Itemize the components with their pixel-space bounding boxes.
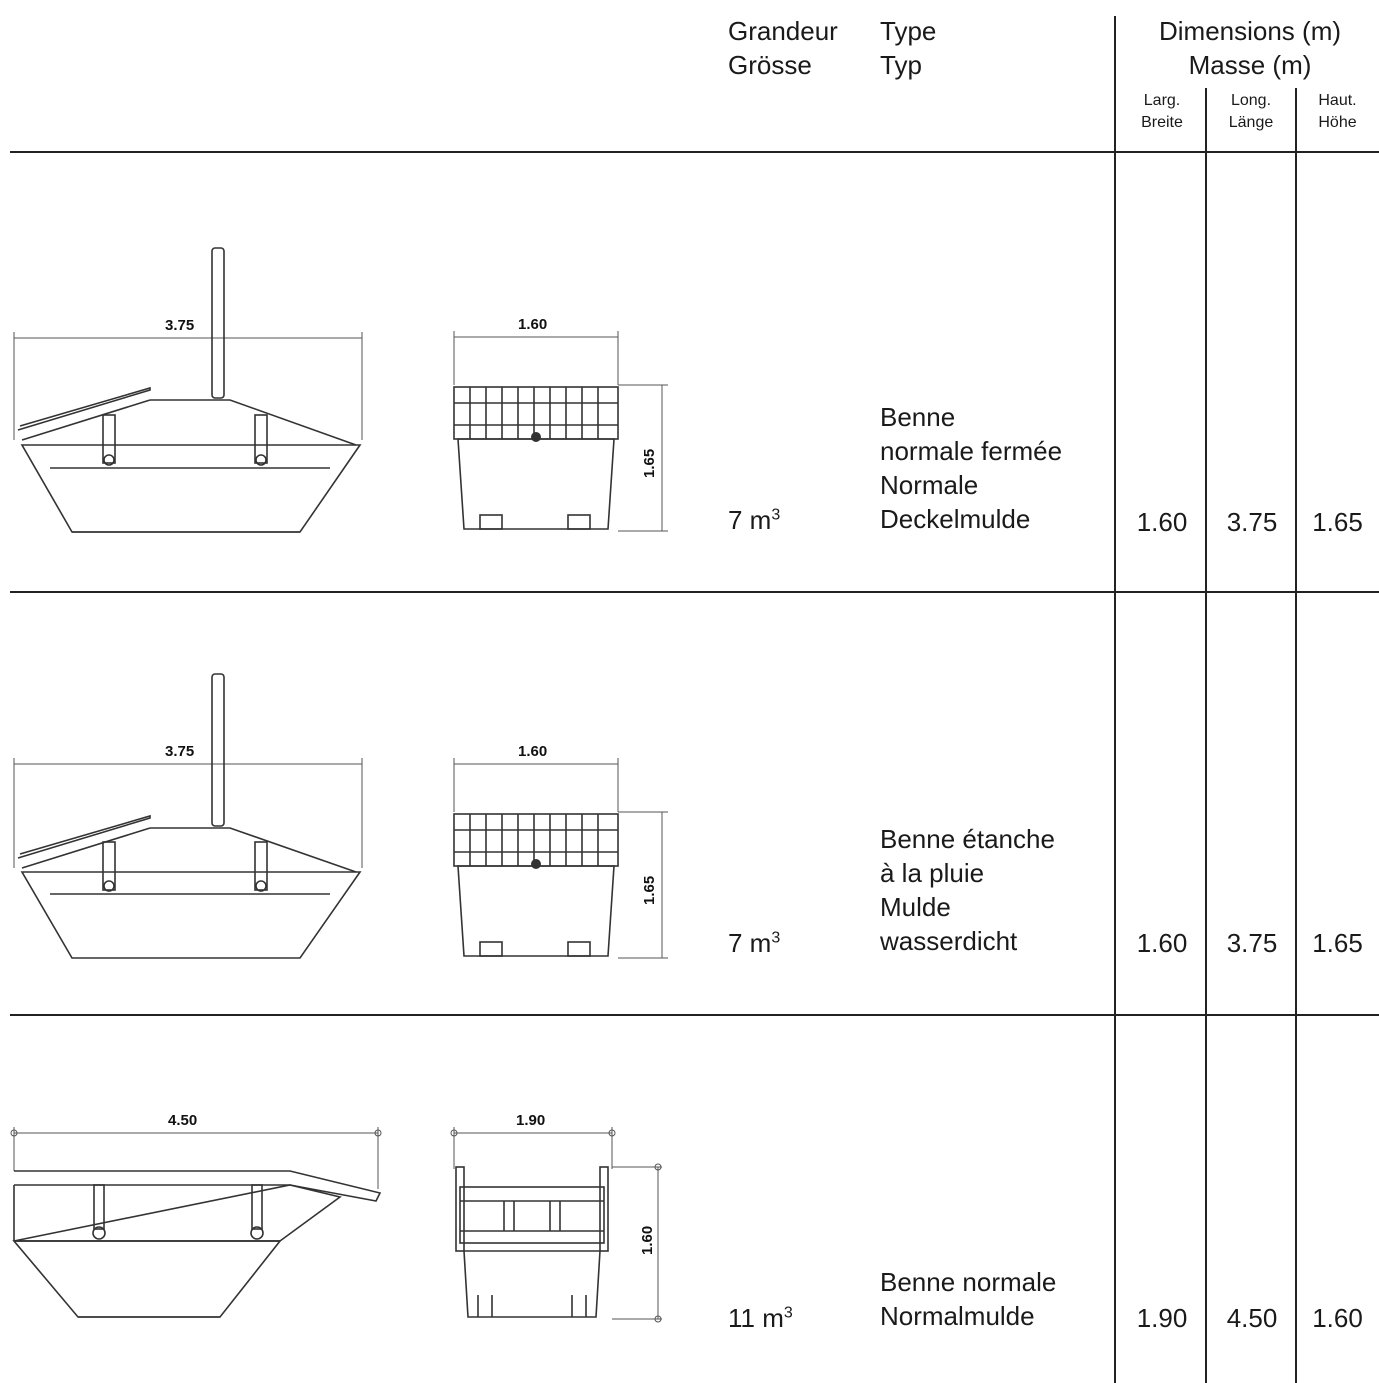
row-1-type: Benne normale fermée Normale Deckelmulde [880, 400, 1062, 536]
row-3-size-exponent: 3 [783, 1304, 793, 1322]
row-1-type-line: normale fermée [880, 436, 1063, 466]
row-2-height: 1.65 [1312, 928, 1363, 958]
row-2-side-length-label: 3.75 [165, 743, 194, 760]
header-type-fr: Type [880, 16, 937, 46]
row-2-side-view-drawing: 3.75 [13, 673, 363, 959]
row-2-size-exponent: 3 [771, 929, 781, 947]
row-3-front-width-label: 1.90 [516, 1112, 545, 1129]
header-length-de: Länge [1228, 114, 1274, 131]
header-rule [10, 151, 1379, 153]
row-1-size-exponent: 3 [771, 506, 781, 524]
row-3-width: 1.90 [1136, 1303, 1188, 1333]
row-2-length: 3.75 [1226, 928, 1278, 958]
header-type-de: Typ [880, 50, 922, 80]
header-size-de: Grösse [728, 50, 812, 80]
row-2-front-height-label: 1.65 [641, 876, 658, 905]
header-length: Long. Länge [1206, 90, 1296, 134]
row-rule-2 [10, 1014, 1379, 1016]
row-3-front-view-drawing: 1.90 1.60 [450, 1112, 662, 1323]
row-2-front-width-label: 1.60 [518, 743, 547, 760]
row-2-type: Benne étanche à la pluie Mulde wasserdic… [880, 822, 1055, 958]
row-3-type-line: Normalmulde [880, 1301, 1035, 1331]
row-2-front-view-drawing: 1.60 1.65 [453, 743, 668, 959]
header-dimensions-fr: Dimensions (m) [1158, 16, 1342, 46]
row-2-size-value: 7 m [728, 928, 772, 958]
row-3-size-value: 11 m [728, 1303, 784, 1333]
header-width: Larg. Breite [1118, 90, 1206, 134]
row-3-height: 1.60 [1312, 1303, 1363, 1333]
row-1-front-width-label: 1.60 [518, 316, 547, 333]
header-height-fr: Haut. [1318, 92, 1357, 109]
column-divider-length-height [1295, 88, 1297, 1383]
header-size: Grandeur Grösse [728, 14, 838, 82]
row-1-side-view-drawing: 3.75 [13, 247, 363, 533]
row-2-size: 7 m3 [728, 928, 780, 959]
row-2-type-line: Benne étanche [880, 824, 1055, 854]
header-width-de: Breite [1141, 114, 1183, 131]
header-height-de: Höhe [1318, 114, 1357, 131]
row-1-side-length-label: 3.75 [165, 317, 194, 334]
row-2-width: 1.60 [1136, 928, 1188, 958]
row-3-front-height-label: 1.60 [639, 1226, 656, 1255]
row-2-type-line: wasserdicht [880, 926, 1018, 956]
row-1-front-height-label: 1.65 [641, 449, 658, 478]
row-3-side-view-drawing: 4.50 [10, 1112, 382, 1318]
row-1-type-line: Benne [880, 402, 956, 432]
row-3-type-line: Benne normale [880, 1267, 1057, 1297]
row-1-type-line: Normale [880, 470, 979, 500]
header-dimensions-de: Masse (m) [1188, 50, 1312, 80]
header-length-fr: Long. [1230, 92, 1272, 109]
header-height: Haut. Höhe [1296, 90, 1379, 134]
row-1-front-view-drawing: 1.60 1.65 [453, 316, 668, 532]
row-rule-1 [10, 591, 1379, 593]
header-size-fr: Grandeur [728, 16, 838, 46]
row-3-side-length-label: 4.50 [168, 1112, 197, 1129]
row-2-type-line: à la pluie [880, 858, 985, 888]
column-divider-width-length [1205, 88, 1207, 1383]
row-3-size: 11 m3 [728, 1303, 793, 1334]
row-1-height: 1.65 [1312, 507, 1363, 537]
header-width-fr: Larg. [1143, 92, 1181, 109]
row-1-size-value: 7 m [728, 505, 772, 535]
row-3-type: Benne normale Normalmulde [880, 1265, 1056, 1333]
row-2-type-line: Mulde [880, 892, 951, 922]
header-type: Type Typ [880, 14, 936, 82]
row-1-size: 7 m3 [728, 505, 780, 536]
header-dimensions: Dimensions (m) Masse (m) [1118, 14, 1379, 82]
row-1-width: 1.60 [1136, 507, 1188, 537]
column-divider-dimensions [1114, 16, 1116, 1383]
row-3-length: 4.50 [1226, 1303, 1278, 1333]
row-1-length: 3.75 [1226, 507, 1278, 537]
row-1-type-line: Deckelmulde [880, 504, 1031, 534]
